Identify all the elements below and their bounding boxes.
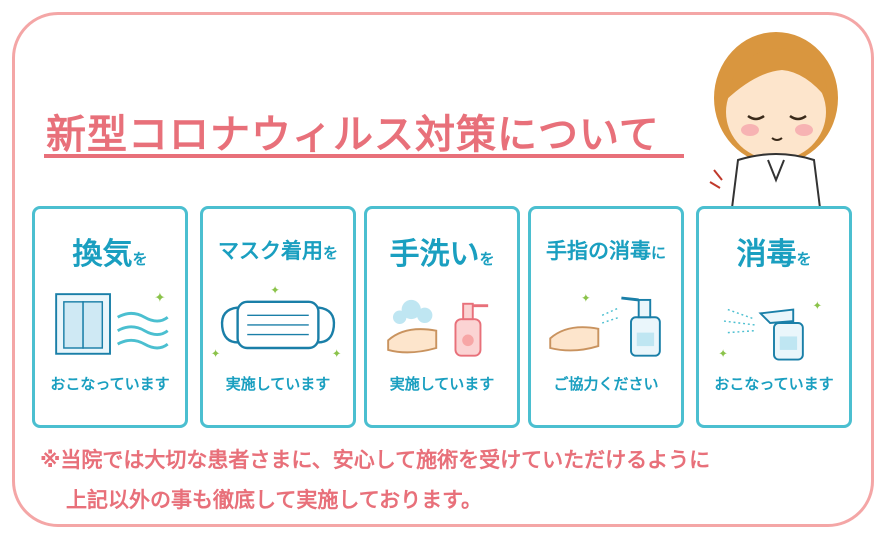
- window-ventilation-icon: ✦: [55, 291, 169, 355]
- note-line-1: ※当院では大切な患者さまに、安心して施術を受けていただけるように: [40, 448, 711, 472]
- card-heading: マスク着用: [217, 239, 323, 263]
- card-disinfectant: 消毒を ✦ ✦ おこなっています: [696, 206, 852, 428]
- svg-text:✦: ✦: [718, 347, 728, 361]
- card-heading-suffix: を: [132, 250, 148, 268]
- card-heading-suffix: に: [650, 244, 666, 262]
- svg-text:✦: ✦: [581, 291, 591, 305]
- card-footer: 実施しています: [225, 375, 331, 393]
- svg-text:✦: ✦: [270, 283, 280, 297]
- mask-icon: ✦ ✦ ✦: [211, 283, 342, 361]
- card-heading-suffix: を: [322, 244, 338, 262]
- card-hand-sanitizer: 手指の消毒に ✦ ご協力ください: [528, 206, 684, 428]
- card-footer: 実施しています: [389, 375, 495, 393]
- disinfectant-spray-icon: ✦ ✦: [718, 299, 822, 361]
- title-underline: [44, 154, 684, 158]
- page-title: 新型コロナウィルス対策について: [46, 112, 660, 158]
- card-heading: 手洗い: [389, 237, 480, 272]
- svg-text:✦: ✦: [211, 347, 221, 361]
- handwash-icon: [387, 299, 489, 357]
- note-line-2: 上記以外の事も徹底して実施しております。: [66, 488, 483, 512]
- bowing-staff-illustration: [709, 32, 838, 209]
- card-ventilation: 換気を ✦ おこなっています: [32, 206, 188, 428]
- svg-text:✦: ✦: [154, 291, 165, 306]
- hand-sanitizer-icon: ✦: [549, 291, 661, 357]
- card-heading: 換気: [72, 237, 133, 272]
- card-footer: ご協力ください: [553, 375, 659, 393]
- card-handwash: 手洗いを 実施しています: [364, 206, 520, 428]
- card-heading-suffix: を: [479, 250, 495, 268]
- card-footer: おこなっています: [714, 375, 834, 393]
- svg-text:✦: ✦: [812, 299, 822, 313]
- card-heading: 手指の消毒: [545, 239, 651, 263]
- card-heading-suffix: を: [796, 250, 812, 268]
- card-footer: おこなっています: [50, 375, 170, 393]
- card-heading: 消毒: [736, 237, 797, 272]
- svg-text:✦: ✦: [332, 347, 342, 361]
- card-mask: マスク着用を ✦ ✦ ✦ 実施しています: [200, 206, 356, 428]
